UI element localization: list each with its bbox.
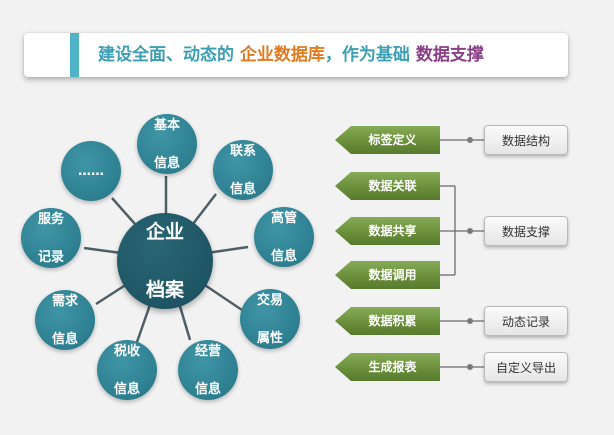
node-executive-info: 高管信息 bbox=[254, 207, 314, 267]
node-label: 交易 bbox=[256, 292, 283, 308]
node-label: 基本 bbox=[153, 117, 180, 133]
node-service-records: 服务记录 bbox=[21, 208, 81, 268]
node-operation-info: 经营信息 bbox=[178, 340, 238, 400]
title-part-3: ，作为基础 bbox=[324, 45, 416, 65]
box-data-structure: 数据结构 bbox=[484, 125, 568, 155]
node-label: 信息 bbox=[194, 381, 221, 397]
node-label: 需求 bbox=[51, 293, 78, 309]
tag-data-invocation: 数据调用 bbox=[335, 261, 440, 289]
center-label-line1: 企业 bbox=[145, 220, 184, 243]
tag-generate-report: 生成报表 bbox=[335, 353, 440, 381]
center-node-enterprise-archive: 企业档案 bbox=[117, 213, 213, 309]
node-label: 信息 bbox=[229, 181, 256, 197]
title-part-4: 数据支撑 bbox=[415, 45, 484, 65]
node-label: 服务 bbox=[37, 211, 64, 227]
box-data-support: 数据支撑 bbox=[484, 216, 568, 246]
node-label: 信息 bbox=[113, 381, 140, 397]
tag-label-definition: 标签定义 bbox=[335, 126, 440, 154]
node-label: …… bbox=[78, 163, 104, 179]
box-custom-export: 自定义导出 bbox=[484, 352, 568, 382]
header-title: 建设全面、动态的 企业数据库，作为基础 数据支撑 bbox=[98, 33, 484, 77]
node-label: 记录 bbox=[37, 249, 64, 265]
node-demand-info: 需求信息 bbox=[35, 290, 95, 350]
title-part-1: 建设全面、动态的 bbox=[98, 45, 240, 65]
node-transaction-attributes: 交易属性 bbox=[240, 289, 300, 349]
node-label: 属性 bbox=[256, 330, 283, 346]
header-accent-bar bbox=[70, 33, 79, 77]
node-label: 高管 bbox=[270, 210, 297, 226]
node-label: 信息 bbox=[153, 155, 180, 171]
node-label: 信息 bbox=[270, 248, 297, 264]
node-label: 联系 bbox=[229, 143, 256, 159]
node-label: 税收 bbox=[113, 343, 140, 359]
node-tax-info: 税收信息 bbox=[97, 340, 157, 400]
node-basic-info: 基本信息 bbox=[137, 114, 197, 174]
tag-data-association: 数据关联 bbox=[335, 172, 440, 200]
title-part-2: 企业数据库 bbox=[239, 45, 325, 65]
node-label: 经营 bbox=[194, 343, 221, 359]
header-banner: 建设全面、动态的 企业数据库，作为基础 数据支撑 bbox=[24, 33, 568, 77]
tag-data-sharing: 数据共享 bbox=[335, 217, 440, 245]
box-dynamic-records: 动态记录 bbox=[484, 306, 568, 336]
node-label: 信息 bbox=[51, 331, 78, 347]
tag-data-accumulation: 数据积累 bbox=[335, 307, 440, 335]
node-contact-info: 联系信息 bbox=[213, 140, 273, 200]
node-more: …… bbox=[61, 141, 121, 201]
center-label-line2: 档案 bbox=[145, 278, 184, 301]
